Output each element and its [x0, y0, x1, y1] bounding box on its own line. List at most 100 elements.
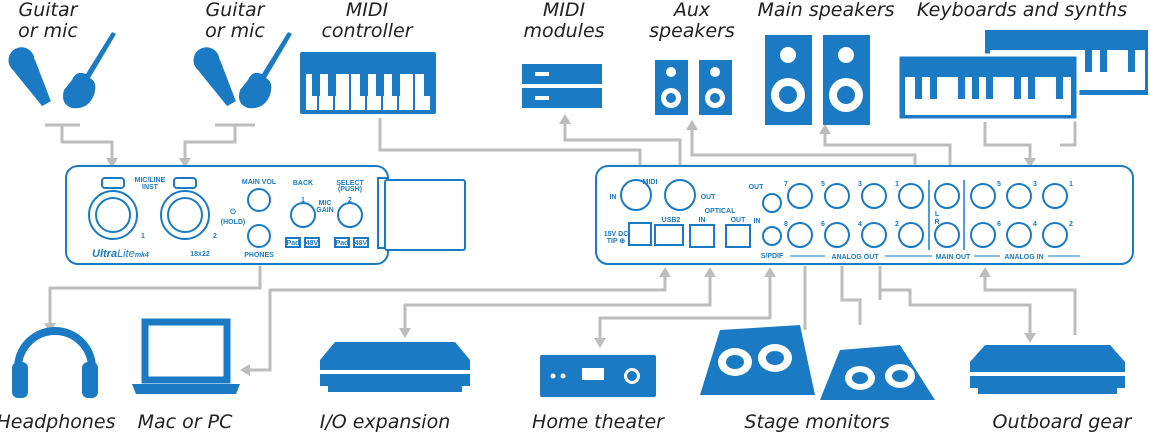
analog-out-1[interactable]: [898, 183, 924, 209]
label-aux-speakers-line2: speakers: [649, 20, 735, 42]
analog-out-jacks: 7 5 3 1 8 6 4 2: [784, 181, 924, 248]
analog-out-label: ANALOG OUT: [831, 254, 879, 261]
phantom-2-label: 48V: [355, 240, 368, 247]
label-stage-monitors: Stage monitors: [744, 411, 889, 433]
gain-1-label: 1: [301, 197, 305, 204]
jack-number: 6: [997, 221, 1001, 228]
input-2-label: 2: [213, 233, 217, 240]
jack-number: 7: [784, 181, 788, 188]
gain-label: GAIN: [316, 207, 334, 214]
label-guitar-mic-2: Guitar: [206, 0, 266, 21]
outboard-gear-icon: [970, 345, 1125, 394]
jack-number: 4: [858, 221, 862, 228]
jack-number: 2: [895, 221, 899, 228]
analog-in-4[interactable]: [1006, 222, 1032, 248]
gain-1-knob[interactable]: [290, 202, 316, 228]
main-r-label: R: [934, 219, 939, 226]
main-speakers-icon: [765, 35, 870, 125]
front-display: [384, 179, 466, 251]
phones-label: PHONES: [244, 252, 274, 259]
main-out-right[interactable]: [934, 222, 960, 248]
jack-number: 3: [858, 181, 862, 188]
analog-out-3[interactable]: [861, 183, 887, 209]
label-midi-controller-line2: controller: [321, 20, 413, 42]
usb-label: USB2: [662, 217, 681, 224]
gain-2-knob[interactable]: [337, 202, 363, 228]
io-expansion-icon: [320, 342, 470, 392]
power-port[interactable]: [628, 222, 652, 246]
analog-in-6[interactable]: [970, 222, 996, 248]
front-panel: MIC/LINE INST 1 2 UltraLitemk4 18x22 ⏻ (…: [65, 165, 389, 265]
optical-out-port[interactable]: [725, 224, 751, 248]
spdif-in-port[interactable]: [762, 226, 782, 246]
stage-monitors-icon: [700, 325, 935, 400]
label-headphones: Headphones: [0, 411, 116, 433]
main-out-left[interactable]: [934, 183, 960, 209]
label-aux-speakers: Aux: [672, 0, 711, 21]
optical-in-port[interactable]: [689, 224, 715, 248]
jack-number: 3: [1033, 181, 1037, 188]
label-midi-modules-line2: modules: [523, 20, 604, 42]
label-midi-controller: MIDI: [346, 0, 389, 21]
analog-in-1[interactable]: [1042, 183, 1068, 209]
label-midi-modules: MIDI: [543, 0, 586, 21]
label-guitar-mic-1: Guitar: [19, 0, 79, 21]
jack-number: 1: [1069, 181, 1073, 188]
analog-out-2[interactable]: [898, 222, 924, 248]
jack-number: 5: [997, 181, 1001, 188]
label-main-speakers: Main speakers: [757, 0, 894, 21]
analog-in-2[interactable]: [1042, 222, 1068, 248]
jack-number: 5: [821, 181, 825, 188]
input-1-label: 1: [141, 233, 145, 240]
spdif-out-port[interactable]: [762, 193, 782, 213]
optical-in-label: IN: [699, 217, 706, 224]
midi-controller-icon: [300, 52, 436, 114]
laptop-icon: [132, 318, 240, 394]
main-vol-knob[interactable]: [247, 188, 271, 212]
pad-2-button[interactable]: [334, 237, 350, 248]
pad-1-button[interactable]: [285, 237, 301, 248]
pad-1-label: Pad: [287, 240, 300, 247]
tip-label: TIP ⊕: [607, 238, 626, 245]
phones-jack[interactable]: [247, 224, 271, 248]
main-l-label: L: [935, 211, 940, 218]
analog-in-jacks: 5 3 1 6 4 2: [970, 181, 1073, 248]
jack-number: 1: [895, 181, 899, 188]
midi-out-port[interactable]: [664, 179, 696, 211]
input-1-jack[interactable]: [95, 197, 131, 233]
analog-out-7[interactable]: [787, 183, 813, 209]
phantom-2-button[interactable]: [353, 237, 369, 248]
main-vol-label: MAIN VOL: [242, 179, 277, 186]
home-theater-icon: [540, 355, 656, 397]
midi-in-port[interactable]: [620, 179, 652, 211]
spdif-label: S/PDIF: [761, 253, 784, 260]
mic-icon: [8, 47, 236, 107]
analog-out-8[interactable]: [787, 222, 813, 248]
usb-port[interactable]: [654, 224, 684, 246]
midi-modules-icon: [522, 64, 602, 108]
back-label: BACK: [293, 180, 313, 187]
power-label: 15V DC: [604, 231, 629, 238]
analog-out-4[interactable]: [861, 222, 887, 248]
gain-2-label: 2: [348, 197, 352, 204]
input-2-jack[interactable]: [167, 197, 203, 233]
analog-out-5[interactable]: [824, 183, 850, 209]
pad-2-label: Pad: [336, 240, 349, 247]
midi-in-label: IN: [610, 194, 617, 201]
spdif-out-label: OUT: [749, 184, 765, 191]
analog-in-3[interactable]: [1006, 183, 1032, 209]
bottom-labels: Headphones Mac or PC I/O expansion Home …: [0, 411, 1133, 433]
analog-in-5[interactable]: [970, 183, 996, 209]
cables: [44, 100, 1077, 376]
jack-number: 6: [821, 221, 825, 228]
analog-out-6[interactable]: [824, 222, 850, 248]
main-out-label: MAIN OUT: [936, 254, 971, 261]
power-icon[interactable]: ⏻: [230, 208, 236, 216]
label-computer: Mac or PC: [138, 411, 233, 433]
optical-label: OPTICAL: [705, 208, 736, 215]
label-home-theater: Home theater: [532, 411, 665, 433]
label-io-expansion: I/O expansion: [320, 411, 451, 433]
spdif-in-label: IN: [754, 218, 761, 225]
phantom-1-button[interactable]: [304, 237, 320, 248]
label-guitar-mic-2-line2: or mic: [205, 20, 265, 42]
